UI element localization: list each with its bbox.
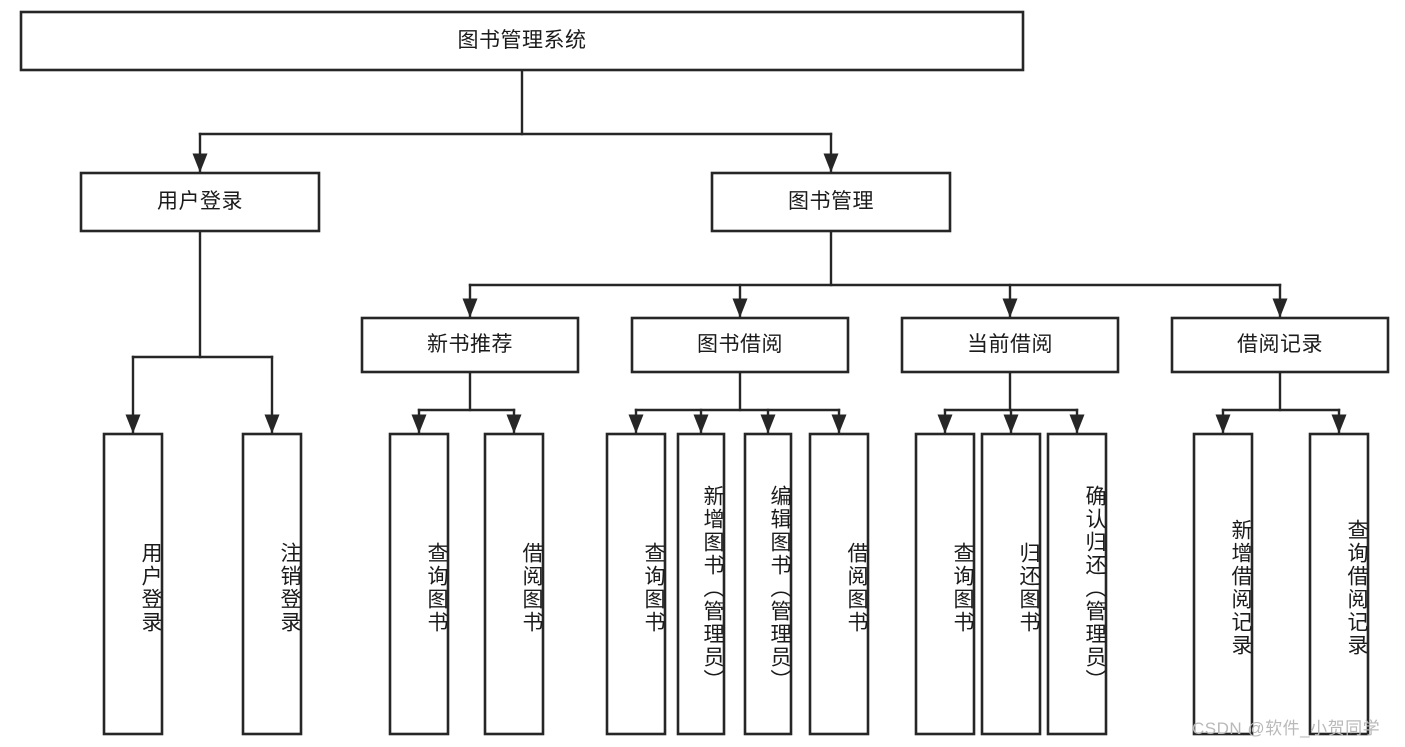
connector-layer — [125, 68, 1347, 435]
arrow-head-icon — [125, 414, 141, 434]
node-box-leaf_8[interactable] — [808, 432, 870, 736]
arrow-head-icon — [1331, 414, 1347, 434]
arrow-head-icon — [462, 298, 478, 318]
arrow-head-icon — [1215, 414, 1231, 434]
node-box-l1_b[interactable] — [710, 171, 952, 233]
csdn-watermark: CSDN @软件_小贺同学 — [1192, 719, 1381, 738]
node-box-leaf_1[interactable] — [102, 432, 164, 736]
node-box-leaf_13[interactable] — [1308, 432, 1370, 736]
arrow-head-icon — [937, 414, 953, 434]
arrow-head-icon — [732, 298, 748, 318]
node-box-l2_b[interactable] — [630, 316, 850, 374]
node-box-leaf_6[interactable] — [676, 432, 726, 736]
arrow-head-icon — [760, 414, 776, 434]
node-box-leaf_7[interactable] — [743, 432, 793, 736]
node-box-l1_a[interactable] — [79, 171, 321, 233]
node-box-leaf_12[interactable] — [1192, 432, 1254, 736]
arrow-head-icon — [831, 414, 847, 434]
node-box-leaf_3[interactable] — [388, 432, 450, 736]
node-box-root[interactable] — [19, 10, 1025, 72]
arrow-head-icon — [1002, 298, 1018, 318]
arrow-head-icon — [1003, 414, 1019, 434]
node-box-leaf_4[interactable] — [483, 432, 545, 736]
node-box-leaf_2[interactable] — [241, 432, 303, 736]
arrow-head-icon — [1272, 298, 1288, 318]
arrow-head-icon — [693, 414, 709, 434]
arrow-head-icon — [1069, 414, 1085, 434]
arrow-head-icon — [628, 414, 644, 434]
node-box-leaf_9[interactable] — [914, 432, 976, 736]
arrow-head-icon — [192, 153, 208, 173]
node-box-layer — [19, 10, 1390, 736]
node-box-leaf_10[interactable] — [980, 432, 1042, 736]
node-box-leaf_5[interactable] — [605, 432, 667, 736]
arrow-head-icon — [264, 414, 280, 434]
node-box-leaf_11[interactable] — [1046, 432, 1108, 736]
node-box-l2_c[interactable] — [900, 316, 1120, 374]
node-box-l2_a[interactable] — [360, 316, 580, 374]
arrow-head-icon — [506, 414, 522, 434]
arrow-head-icon — [411, 414, 427, 434]
node-box-l2_d[interactable] — [1170, 316, 1390, 374]
arrow-head-icon — [823, 153, 839, 173]
